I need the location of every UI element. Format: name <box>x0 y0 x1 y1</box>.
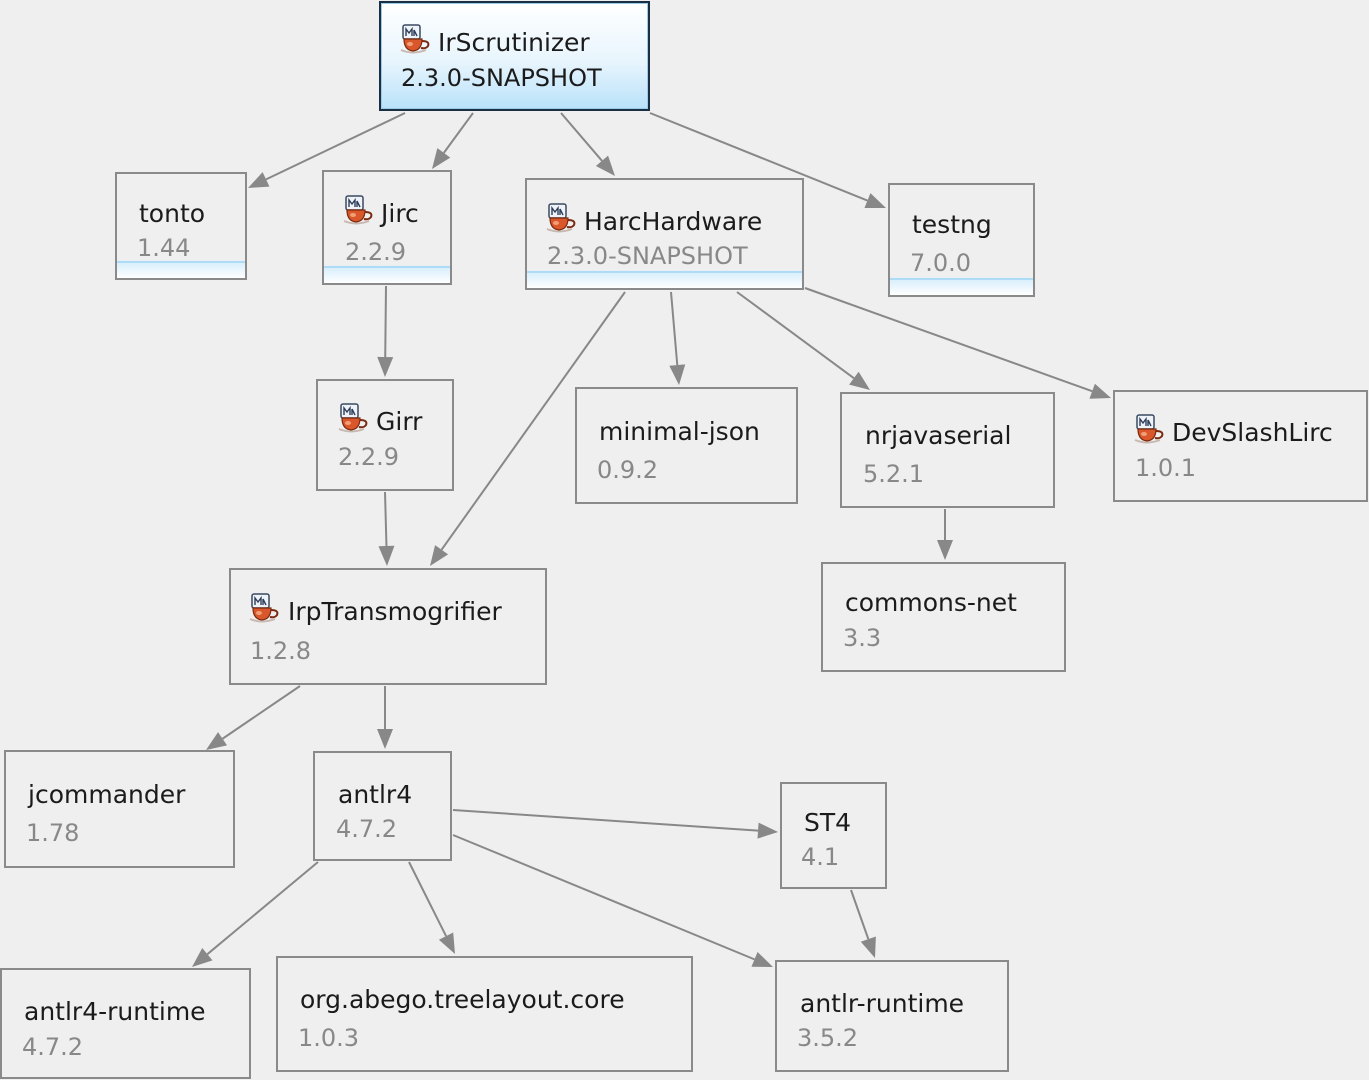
node-version: 4.7.2 <box>22 1033 84 1061</box>
node-version: 4.1 <box>801 843 840 871</box>
node-version: 2.3.0-SNAPSHOT <box>547 242 748 270</box>
node-version: 1.0.3 <box>298 1024 360 1052</box>
edge-antlr4-to-treelayout <box>408 861 455 954</box>
node-name: jcommander <box>28 780 186 809</box>
node-minimal-json[interactable]: minimal-json 0.9.2 <box>575 387 798 504</box>
node-version: 2.3.0-SNAPSHOT <box>401 64 602 92</box>
node-nrjavaserial[interactable]: nrjavaserial 5.2.1 <box>840 392 1055 508</box>
arrowhead-icon <box>860 936 876 958</box>
node-version: 4.7.2 <box>336 815 398 843</box>
edge-harchardware-to-irptransmogrifier <box>430 291 626 566</box>
arrowhead-icon <box>595 155 615 176</box>
arrowhead-icon <box>669 364 686 385</box>
arrowhead-icon <box>432 148 451 169</box>
node-name: IrScrutinizer <box>438 28 590 57</box>
node-name: minimal-json <box>599 417 760 446</box>
edge-irptransmogrifier-to-antlr4 <box>377 686 393 749</box>
arrowhead-icon <box>864 193 886 208</box>
node-version: 1.78 <box>26 819 80 847</box>
node-version: 1.2.8 <box>250 637 312 665</box>
node-name: testng <box>912 210 992 239</box>
node-name: nrjavaserial <box>865 421 1012 450</box>
arrowhead-icon <box>430 545 449 566</box>
node-antlr4[interactable]: antlr4 4.7.2 <box>313 751 452 861</box>
arrowhead-icon <box>377 356 394 377</box>
node-name: HarcHardware <box>584 207 763 236</box>
node-version: 1.44 <box>137 234 191 262</box>
arrowhead-icon <box>377 729 393 749</box>
node-version: 0.9.2 <box>597 456 659 484</box>
node-tonto[interactable]: tonto 1.44 <box>115 172 247 280</box>
node-version: 3.5.2 <box>797 1024 859 1052</box>
node-testng[interactable]: testng 7.0.0 <box>888 183 1035 297</box>
edge-irscrutinizer-to-testng <box>649 112 886 208</box>
maven-project-icon <box>400 24 432 54</box>
arrowhead-icon <box>937 540 953 560</box>
arrowhead-icon <box>378 545 395 566</box>
arrowhead-icon <box>849 371 870 390</box>
node-name: IrpTransmogrifier <box>288 597 502 626</box>
node-name: antlr4-runtime <box>24 997 206 1026</box>
node-name: antlr4 <box>338 780 413 809</box>
node-girr[interactable]: Girr 2.2.9 <box>316 379 454 491</box>
node-name: tonto <box>139 199 206 228</box>
maven-project-icon <box>546 203 578 233</box>
node-jcommander[interactable]: jcommander 1.78 <box>4 750 235 868</box>
edge-irscrutinizer-to-jirc <box>432 112 474 169</box>
node-name: DevSlashLirc <box>1172 418 1333 447</box>
edge-antlr4-to-antlr-runtime <box>452 834 773 967</box>
node-version: 2.2.9 <box>345 238 407 266</box>
node-version: 2.2.9 <box>338 443 400 471</box>
edge-jirc-to-girr <box>377 285 394 377</box>
node-irscrutinizer[interactable]: IrScrutinizer 2.3.0-SNAPSHOT <box>379 1 650 111</box>
node-devslashlirc[interactable]: DevSlashLirc 1.0.1 <box>1113 390 1368 502</box>
edge-girr-to-irptransmogrifier <box>378 491 395 566</box>
maven-project-icon <box>249 593 281 623</box>
node-antlr-runtime[interactable]: antlr-runtime 3.5.2 <box>775 960 1009 1072</box>
edge-harchardware-to-nrjavaserial <box>736 291 870 390</box>
maven-project-icon <box>338 403 370 433</box>
node-commons-net[interactable]: commons-net 3.3 <box>821 562 1066 672</box>
node-name: Girr <box>376 407 423 436</box>
edge-harchardware-to-minimal-json <box>669 291 686 385</box>
node-name: antlr-runtime <box>800 989 965 1018</box>
node-version: 1.0.1 <box>1135 454 1197 482</box>
node-jirc[interactable]: Jirc 2.2.9 <box>322 170 452 285</box>
arrowhead-icon <box>192 948 213 967</box>
node-name: ST4 <box>804 808 852 837</box>
arrowhead-icon <box>248 172 270 188</box>
arrowhead-icon <box>757 822 778 839</box>
edge-nrjavaserial-to-commons-net <box>937 509 953 560</box>
arrowhead-icon <box>1089 383 1111 399</box>
node-name: Jirc <box>381 199 419 228</box>
arrowhead-icon <box>438 932 455 954</box>
node-name: commons-net <box>845 588 1017 617</box>
edge-antlr4-to-antlr4-runtime <box>192 861 319 967</box>
edge-irscrutinizer-to-tonto <box>248 112 406 188</box>
edge-irptransmogrifier-to-jcommander <box>206 685 301 750</box>
edge-st4-to-antlr-runtime <box>850 889 876 958</box>
node-treelayout[interactable]: org.abego.treelayout.core 1.0.3 <box>276 956 693 1072</box>
edge-irscrutinizer-to-harchardware <box>560 112 615 176</box>
node-harchardware[interactable]: HarcHardware 2.3.0-SNAPSHOT <box>525 178 804 290</box>
node-version: 3.3 <box>843 624 882 652</box>
maven-project-icon <box>343 195 375 225</box>
arrowhead-icon <box>206 732 228 750</box>
arrowhead-icon <box>751 951 773 967</box>
node-antlr4-runtime[interactable]: antlr4-runtime 4.7.2 <box>0 968 251 1079</box>
node-irptransmogrifier[interactable]: IrpTransmogrifier 1.2.8 <box>229 568 547 685</box>
node-version: 7.0.0 <box>910 249 972 277</box>
node-name: org.abego.treelayout.core <box>300 985 625 1014</box>
edge-antlr4-to-st4 <box>452 809 778 839</box>
node-version: 5.2.1 <box>863 460 925 488</box>
edge-harchardware-to-devslashlirc <box>804 287 1111 399</box>
maven-project-icon <box>1134 414 1166 444</box>
